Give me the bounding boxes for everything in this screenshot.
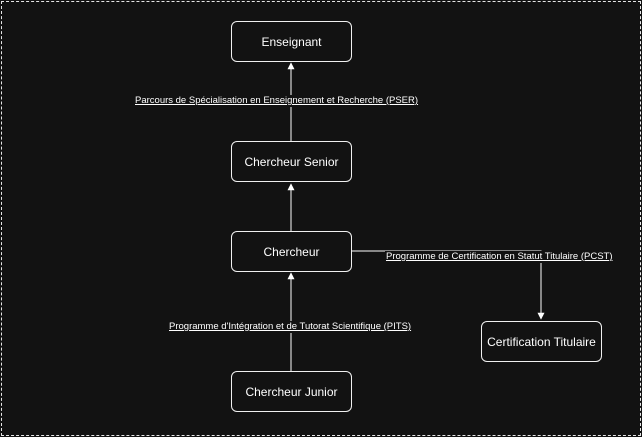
- edge-label-pcst: Programme de Certification en Statut Tit…: [385, 251, 614, 263]
- node-chercheur-junior: Chercheur Junior: [231, 371, 352, 412]
- edge-label-pser: Parcours de Spécialisation en Enseigneme…: [134, 95, 420, 107]
- node-enseignant: Enseignant: [231, 21, 352, 62]
- node-chercheur: Chercheur: [231, 231, 352, 272]
- edge-label-pits: Programme d'Intégration et de Tutorat Sc…: [168, 321, 413, 333]
- node-chercheur-senior: Chercheur Senior: [231, 141, 352, 182]
- node-certification-titulaire: Certification Titulaire: [481, 321, 602, 362]
